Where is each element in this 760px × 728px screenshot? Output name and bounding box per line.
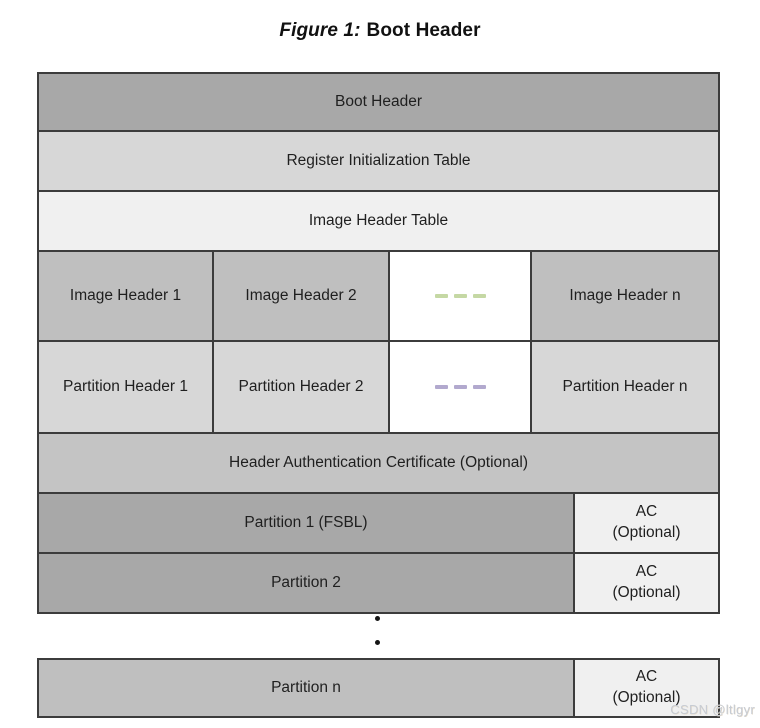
cell-partition-header-2: Partition Header 2	[212, 342, 388, 432]
vertical-ellipsis-dot	[375, 640, 380, 645]
dash-icon	[434, 385, 448, 389]
figure-number-label: Figure 1:	[279, 20, 361, 41]
cell-partition-1: Partition 1 (FSBL)	[39, 494, 573, 552]
ac-label-line1: AC	[635, 563, 658, 581]
ac-label-line2: (Optional)	[612, 524, 681, 541]
cell-image-header-2: Image Header 2	[212, 252, 388, 340]
cell-partition-n-ac: AC (Optional)	[573, 660, 718, 716]
cell-partition-2: Partition 2	[39, 554, 573, 612]
row-partition-headers: Partition Header 1 Partition Header 2 Pa…	[39, 340, 718, 432]
dash-icon	[453, 294, 467, 298]
cell-header-auth-cert: Header Authentication Certificate (Optio…	[39, 434, 718, 492]
row-image-headers: Image Header 1 Image Header 2 Image Head…	[39, 250, 718, 340]
ac-label-line2: (Optional)	[612, 689, 681, 706]
ac-label-line2: (Optional)	[612, 584, 681, 601]
cell-partition-header-n: Partition Header n	[530, 342, 718, 432]
cell-image-header-n: Image Header n	[530, 252, 718, 340]
cell-partition-header-1: Partition Header 1	[39, 342, 212, 432]
row-header-auth-cert: Header Authentication Certificate (Optio…	[39, 432, 718, 492]
cell-image-header-table: Image Header Table	[39, 192, 718, 250]
dash-icon	[472, 385, 486, 389]
ellipsis-dashes-icon	[432, 294, 489, 298]
row-boot-header: Boot Header	[39, 74, 718, 130]
cell-boot-header: Boot Header	[39, 74, 718, 130]
dash-icon	[472, 294, 486, 298]
ac-label-line1: AC	[635, 668, 658, 686]
ac-label-line1: AC	[635, 503, 658, 521]
row-partition-n: Partition n AC (Optional)	[39, 660, 718, 716]
dash-icon	[434, 294, 448, 298]
vertical-ellipsis-dot	[375, 616, 380, 621]
ellipsis-dashes-icon	[432, 385, 489, 389]
dash-icon	[453, 385, 467, 389]
partition-n-block: Partition n AC (Optional)	[37, 658, 720, 718]
row-register-init-table: Register Initialization Table	[39, 130, 718, 190]
row-image-header-table: Image Header Table	[39, 190, 718, 250]
cell-partition-2-ac: AC (Optional)	[573, 554, 718, 612]
cell-image-header-ellipsis	[388, 252, 530, 340]
row-partition-2: Partition 2 AC (Optional)	[39, 552, 718, 612]
cell-partition-n: Partition n	[39, 660, 573, 716]
cell-partition-1-ac: AC (Optional)	[573, 494, 718, 552]
csdn-watermark: CSDN @ltlgyr	[670, 702, 755, 717]
cell-register-init-table: Register Initialization Table	[39, 132, 718, 190]
figure-title-text: Boot Header	[366, 20, 481, 41]
row-partition-1: Partition 1 (FSBL) AC (Optional)	[39, 492, 718, 552]
cell-partition-header-ellipsis	[388, 342, 530, 432]
cell-image-header-1: Image Header 1	[39, 252, 212, 340]
figure-caption: Figure 1:Boot Header	[0, 20, 760, 42]
boot-image-stack-diagram: Boot Header Register Initialization Tabl…	[37, 72, 720, 614]
